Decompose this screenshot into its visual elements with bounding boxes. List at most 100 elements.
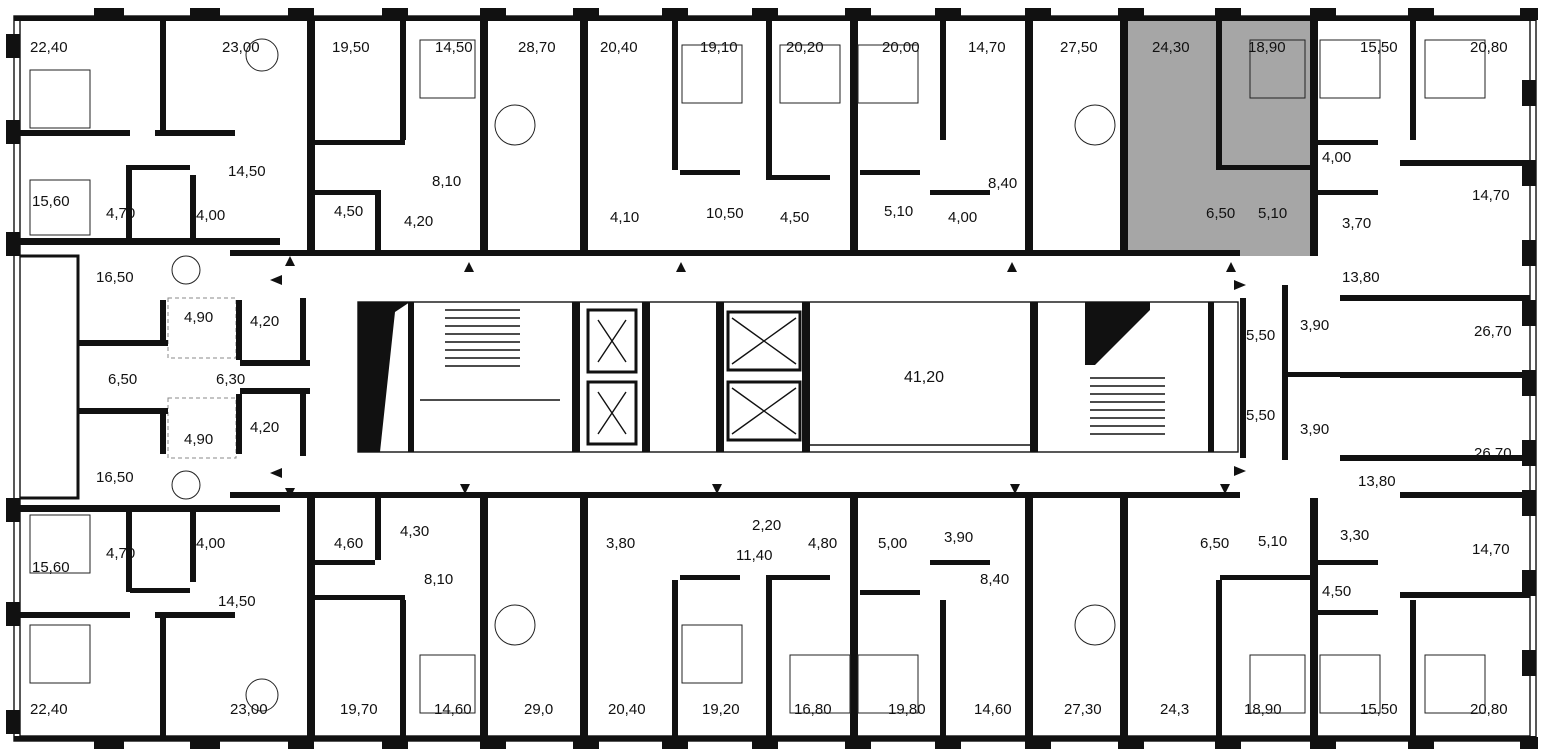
area-label: 14,50 (435, 39, 473, 56)
area-label: 16,50 (96, 269, 134, 286)
area-label: 3,70 (1342, 215, 1371, 232)
area-label: 3,30 (1340, 527, 1369, 544)
area-label: 28,70 (518, 39, 556, 56)
area-label: 4,00 (196, 535, 225, 552)
area-label: 20,80 (1470, 39, 1508, 56)
corridor-wall-top (230, 250, 1240, 256)
area-label: 4,90 (184, 431, 213, 448)
area-label: 4,00 (196, 207, 225, 224)
area-label: 14,70 (1472, 541, 1510, 558)
top-small-labels: 14,50 15,60 4,70 4,00 4,50 4,20 8,10 4,1… (32, 149, 1510, 286)
area-label: 16,50 (96, 469, 134, 486)
area-label: 14,60 (974, 701, 1012, 718)
area-label: 4,70 (106, 545, 135, 562)
corridor-arrows (270, 256, 1246, 498)
area-label: 19,20 (702, 701, 740, 718)
bottom-partitions (20, 492, 1530, 736)
area-label: 6,50 (108, 371, 137, 388)
area-label: 3,90 (944, 529, 973, 546)
area-label: 8,10 (424, 571, 453, 588)
area-label: 19,80 (888, 701, 926, 718)
area-label: 4,50 (780, 209, 809, 226)
area-label: 20,80 (1470, 701, 1508, 718)
area-label: 14,60 (434, 701, 472, 718)
area-label: 2,20 (752, 517, 781, 534)
top-room-labels: 22,40 23,00 19,50 14,50 28,70 20,40 19,1… (30, 39, 1508, 56)
area-label: 8,40 (988, 175, 1017, 192)
area-label: 3,90 (1300, 421, 1329, 438)
area-label: 4,30 (400, 523, 429, 540)
area-label: 4,50 (1322, 583, 1351, 600)
furniture-tables (171, 38, 1116, 712)
area-label: 19,50 (332, 39, 370, 56)
area-label: 27,50 (1060, 39, 1098, 56)
left-notch (20, 254, 80, 500)
area-label: 5,10 (1258, 533, 1287, 550)
area-label: 3,90 (1300, 317, 1329, 334)
top-partitions (20, 20, 1530, 256)
area-label: 4,10 (610, 209, 639, 226)
area-label: 23,00 (230, 701, 268, 718)
area-label: 22,40 (30, 701, 68, 718)
area-label: 19,10 (700, 39, 738, 56)
area-label: 20,20 (786, 39, 824, 56)
area-label: 11,40 (736, 547, 772, 564)
area-label: 18,90 (1248, 39, 1286, 56)
area-label: 4,20 (250, 419, 279, 436)
area-label: 5,50 (1246, 327, 1275, 344)
bottom-room-labels: 22,40 23,00 19,70 14,60 29,0 20,40 19,20… (30, 701, 1508, 718)
area-label: 23,00 (222, 39, 260, 56)
corridor-wall-bottom (230, 492, 1240, 498)
area-label: 3,80 (606, 535, 635, 552)
area-label: 4,60 (334, 535, 363, 552)
area-label: 6,50 (1200, 535, 1229, 552)
top-columns (94, 8, 1538, 20)
area-label: 4,90 (184, 309, 213, 326)
bottom-columns (94, 737, 1538, 749)
area-label: 5,00 (878, 535, 907, 552)
area-label: 29,0 (524, 701, 553, 718)
area-label: 5,10 (884, 203, 913, 220)
area-label: 20,40 (600, 39, 638, 56)
area-label: 14,50 (218, 593, 256, 610)
area-label: 41,20 (904, 369, 944, 386)
bottom-small-labels: 16,50 13,80 15,60 4,70 4,00 4,60 4,30 8,… (32, 469, 1510, 610)
area-label: 13,80 (1358, 473, 1396, 490)
area-label: 13,80 (1342, 269, 1380, 286)
central-core (357, 301, 1239, 453)
area-label: 26,70 (1474, 445, 1512, 462)
area-label: 6,30 (216, 371, 245, 388)
area-label: 14,70 (968, 39, 1006, 56)
area-label: 6,50 (1206, 205, 1235, 222)
area-label: 15,60 (32, 559, 70, 576)
area-label: 22,40 (30, 39, 68, 56)
area-label: 20,00 (882, 39, 920, 56)
furniture-beds (29, 39, 1486, 714)
area-label: 4,20 (404, 213, 433, 230)
area-label: 8,10 (432, 173, 461, 190)
area-label: 15,50 (1360, 701, 1398, 718)
area-label: 4,00 (1322, 149, 1351, 166)
core-labels: 4,90 4,20 6,50 6,30 4,90 4,20 41,20 5,50… (108, 309, 1512, 462)
right-wing-walls (1240, 285, 1530, 461)
area-label: 4,00 (948, 209, 977, 226)
area-label: 14,50 (228, 163, 266, 180)
area-label: 5,10 (1258, 205, 1287, 222)
area-label: 14,70 (1472, 187, 1510, 204)
area-label: 8,40 (980, 571, 1009, 588)
area-label: 4,20 (250, 313, 279, 330)
area-label: 4,50 (334, 203, 363, 220)
area-label: 15,60 (32, 193, 70, 210)
area-label: 27,30 (1064, 701, 1102, 718)
area-label: 18,90 (1244, 701, 1282, 718)
left-core-rooms (78, 297, 310, 459)
area-label: 4,80 (808, 535, 837, 552)
area-label: 4,70 (106, 205, 135, 222)
area-label: 15,50 (1360, 39, 1398, 56)
area-label: 24,3 (1160, 701, 1189, 718)
area-label: 10,50 (706, 205, 744, 222)
area-label: 24,30 (1152, 39, 1190, 56)
area-label: 26,70 (1474, 323, 1512, 340)
